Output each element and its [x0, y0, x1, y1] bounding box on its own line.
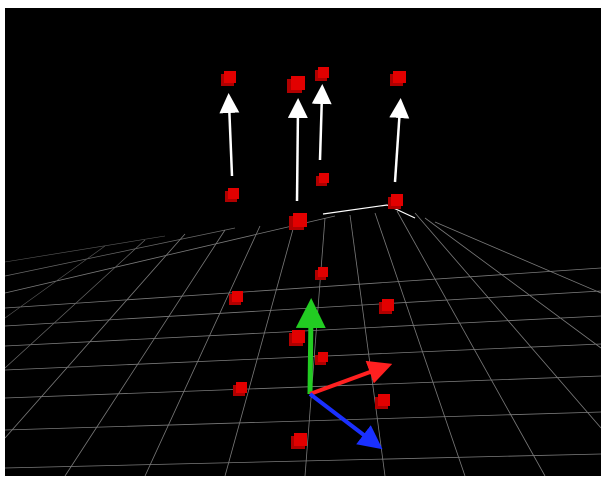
red-cube[interactable]	[233, 382, 247, 396]
grid-floor	[5, 204, 601, 476]
x-axis-arrow[interactable]	[309, 360, 393, 396]
3d-viewport[interactable]	[5, 8, 601, 476]
marker-group[interactable]	[221, 67, 406, 449]
red-cube[interactable]	[316, 173, 329, 186]
up-arrow	[219, 93, 240, 177]
up-arrow	[311, 84, 332, 161]
red-cube[interactable]	[291, 433, 307, 449]
grid-edge-highlight	[322, 204, 416, 219]
red-cube[interactable]	[375, 394, 390, 409]
y-axis-arrow[interactable]	[295, 298, 326, 395]
scene-canvas[interactable]	[5, 8, 601, 476]
up-arrow	[287, 98, 308, 202]
axis-gizmo[interactable]	[295, 298, 393, 450]
red-cube[interactable]	[225, 188, 239, 202]
motion-arrow-group	[219, 84, 410, 202]
red-cube[interactable]	[379, 299, 394, 314]
red-cube[interactable]	[315, 67, 329, 81]
red-cube[interactable]	[315, 352, 328, 365]
red-cube[interactable]	[289, 330, 305, 346]
red-cube[interactable]	[229, 291, 243, 305]
z-axis-arrow[interactable]	[308, 392, 383, 450]
red-cube[interactable]	[289, 213, 307, 230]
red-cube[interactable]	[390, 71, 406, 86]
red-cube[interactable]	[315, 267, 328, 280]
red-cube[interactable]	[221, 71, 236, 86]
red-cube[interactable]	[388, 194, 403, 209]
up-arrow	[389, 98, 410, 183]
red-cube[interactable]	[287, 76, 305, 93]
